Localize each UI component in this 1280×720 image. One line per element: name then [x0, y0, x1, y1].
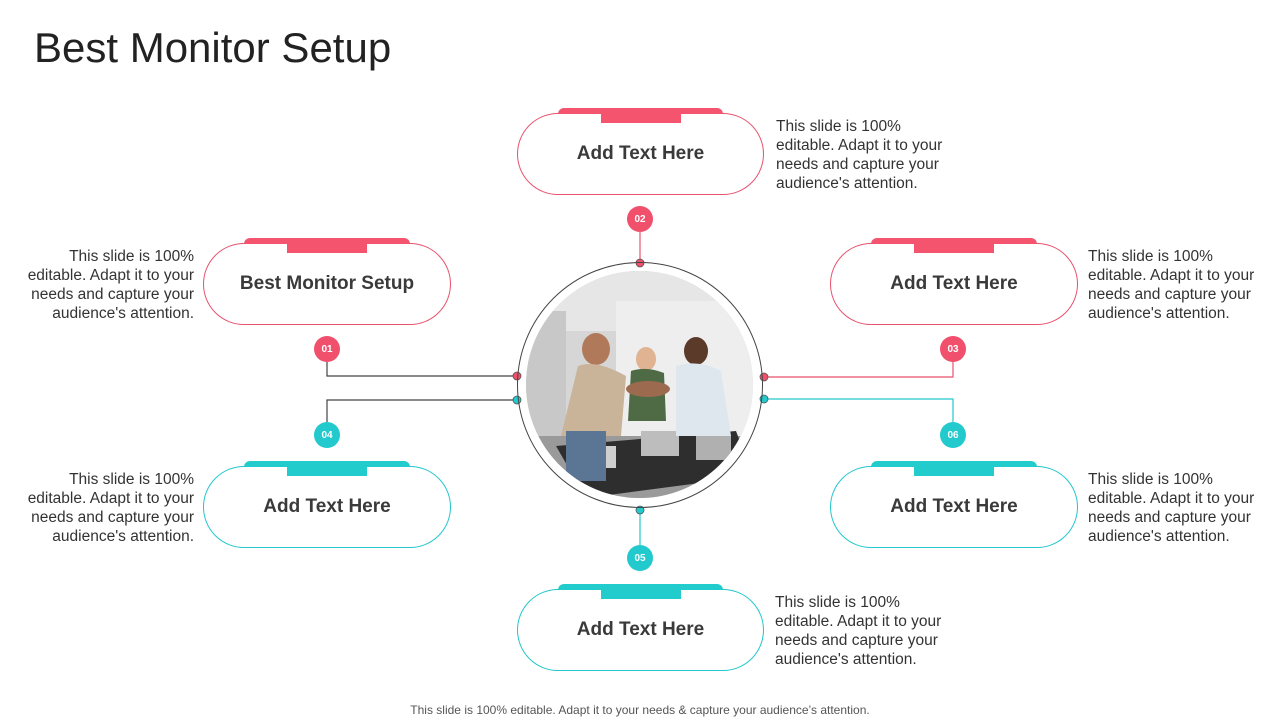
team-photo	[526, 271, 753, 498]
pill-item-01[interactable]: Best Monitor Setup	[203, 238, 451, 325]
pill-item-06[interactable]: Add Text Here	[830, 461, 1078, 548]
description-03: This slide is 100% editable. Adapt it to…	[1088, 248, 1255, 322]
pill-label: Add Text Here	[263, 496, 391, 517]
badge-02: 02	[627, 206, 653, 232]
pill-item-02[interactable]: Add Text Here	[517, 108, 764, 195]
description-06: This slide is 100% editable. Adapt it to…	[1088, 471, 1255, 545]
description-02: This slide is 100% editable. Adapt it to…	[776, 118, 943, 192]
pill-item-03[interactable]: Add Text Here	[830, 238, 1078, 325]
pill-label: Add Text Here	[890, 496, 1018, 517]
pill-label: Add Text Here	[576, 143, 705, 164]
footer-note: This slide is 100% editable. Adapt it to…	[410, 703, 870, 717]
badge-06: 06	[940, 422, 966, 448]
badge-03: 03	[940, 336, 966, 362]
badge-04: 04	[314, 422, 340, 448]
description-04: This slide is 100% editable. Adapt it to…	[27, 471, 194, 545]
page-title: Best Monitor Setup	[34, 24, 392, 71]
description-05: This slide is 100% editable. Adapt it to…	[775, 594, 942, 668]
pill-label: Best Monitor Setup	[239, 273, 415, 294]
description-01: This slide is 100% editable. Adapt it to…	[27, 248, 194, 322]
pill-label: Add Text Here	[890, 273, 1018, 294]
pill-label: Add Text Here	[576, 619, 705, 640]
pill-item-05[interactable]: Add Text Here	[517, 584, 764, 671]
badge-05: 05	[627, 545, 653, 571]
pill-item-04[interactable]: Add Text Here	[203, 461, 451, 548]
badge-01: 01	[314, 336, 340, 362]
central-photo-frame	[517, 262, 763, 508]
